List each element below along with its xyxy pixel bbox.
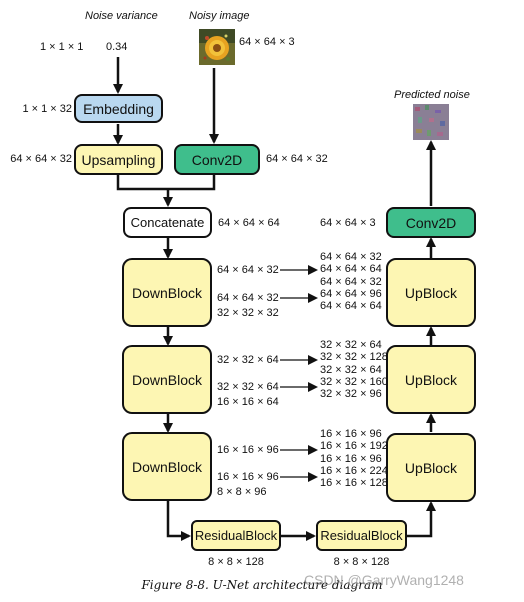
down2-skip1-shape: 32 × 32 × 64	[217, 354, 279, 366]
variance-value-label: 0.34	[106, 41, 128, 53]
up1-shape-line: 64 × 64 × 32	[320, 251, 382, 263]
concatenate-shape-label: 64 × 64 × 64	[218, 217, 280, 229]
down-block-3: DownBlock	[122, 432, 212, 501]
down3-out-shape: 8 × 8 × 96	[217, 486, 267, 498]
up2-shape-stack: 32 × 32 × 64 32 × 32 × 128 32 × 32 × 64 …	[320, 339, 388, 400]
up2-shape-line: 32 × 32 × 64	[320, 339, 382, 351]
upsampling-node: Upsampling	[74, 144, 163, 175]
conv2d-input-node: Conv2D	[174, 144, 260, 175]
noisy-image-thumbnail	[199, 29, 235, 65]
predicted-noise-thumbnail	[413, 104, 449, 140]
residual-block-2: ResidualBlock	[316, 520, 407, 551]
conv2d-output-shape-label: 64 × 64 × 3	[320, 217, 376, 229]
predicted-noise-title: Predicted noise	[394, 89, 470, 101]
down2-skip2-shape: 32 × 32 × 64	[217, 381, 279, 393]
up2-shape-line: 32 × 32 × 128	[320, 351, 388, 364]
arrow-down3-res1	[166, 501, 191, 541]
embedding-node: Embedding	[74, 94, 163, 123]
conv2d-input-shape-label: 64 × 64 × 32	[266, 153, 328, 165]
up-block-1: UpBlock	[386, 258, 476, 327]
down-block-1: DownBlock	[122, 258, 212, 327]
variance-shape-label: 1 × 1 × 1	[40, 41, 84, 53]
up-block-2: UpBlock	[386, 345, 476, 414]
residual-block-1: ResidualBlock	[191, 520, 281, 551]
down1-skip1-shape: 64 × 64 × 32	[217, 264, 279, 276]
up1-shape-line: 64 × 64 × 64	[320, 300, 382, 313]
up1-shape-line: 64 × 64 × 96	[320, 287, 382, 300]
up3-shape-stack: 16 × 16 × 96 16 × 16 × 192 16 × 16 × 96 …	[320, 428, 388, 489]
noisy-image-title: Noisy image	[189, 10, 250, 22]
up2-shape-line: 32 × 32 × 96	[320, 388, 382, 401]
down-block-2: DownBlock	[122, 345, 212, 414]
residual2-shape-label: 8 × 8 × 128	[333, 556, 390, 568]
down3-skip1-shape: 16 × 16 × 96	[217, 444, 279, 456]
up3-shape-line: 16 × 16 × 128	[320, 477, 388, 490]
up2-shape-line: 32 × 32 × 64	[320, 363, 382, 376]
up3-shape-line: 16 × 16 × 96	[320, 428, 382, 440]
arrow-res2-up3	[407, 501, 436, 538]
watermark: CSDN @GarryWang1248	[304, 572, 464, 588]
image-shape-label: 64 × 64 × 3	[239, 36, 295, 48]
upsampling-shape-label: 64 × 64 × 32	[10, 153, 72, 165]
down2-out-shape: 16 × 16 × 64	[217, 396, 279, 408]
up3-shape-line: 16 × 16 × 224	[320, 464, 388, 477]
residual1-shape-label: 8 × 8 × 128	[208, 556, 264, 568]
up2-shape-line: 32 × 32 × 160	[320, 375, 388, 388]
up1-shape-line: 64 × 64 × 32	[320, 275, 382, 288]
noise-variance-title: Noise variance	[85, 10, 158, 22]
down3-skip2-shape: 16 × 16 × 96	[217, 471, 279, 483]
down1-skip2-shape: 64 × 64 × 32	[217, 292, 279, 304]
up1-shape-line: 64 × 64 × 64	[320, 263, 382, 276]
up1-shape-stack: 64 × 64 × 32 64 × 64 × 64 64 × 64 × 32 6…	[320, 251, 382, 312]
down1-out-shape: 32 × 32 × 32	[217, 307, 279, 319]
up3-shape-line: 16 × 16 × 192	[320, 440, 388, 453]
conv2d-output-node: Conv2D	[386, 207, 476, 238]
merge-lines	[116, 175, 216, 191]
up-block-3: UpBlock	[386, 433, 476, 502]
up3-shape-line: 16 × 16 × 96	[320, 452, 382, 465]
figure-caption: Figure 8-8. U-Net architecture diagram	[141, 578, 383, 592]
embedding-shape-label: 1 × 1 × 32	[22, 103, 72, 115]
concatenate-node: Concatenate	[123, 207, 212, 238]
